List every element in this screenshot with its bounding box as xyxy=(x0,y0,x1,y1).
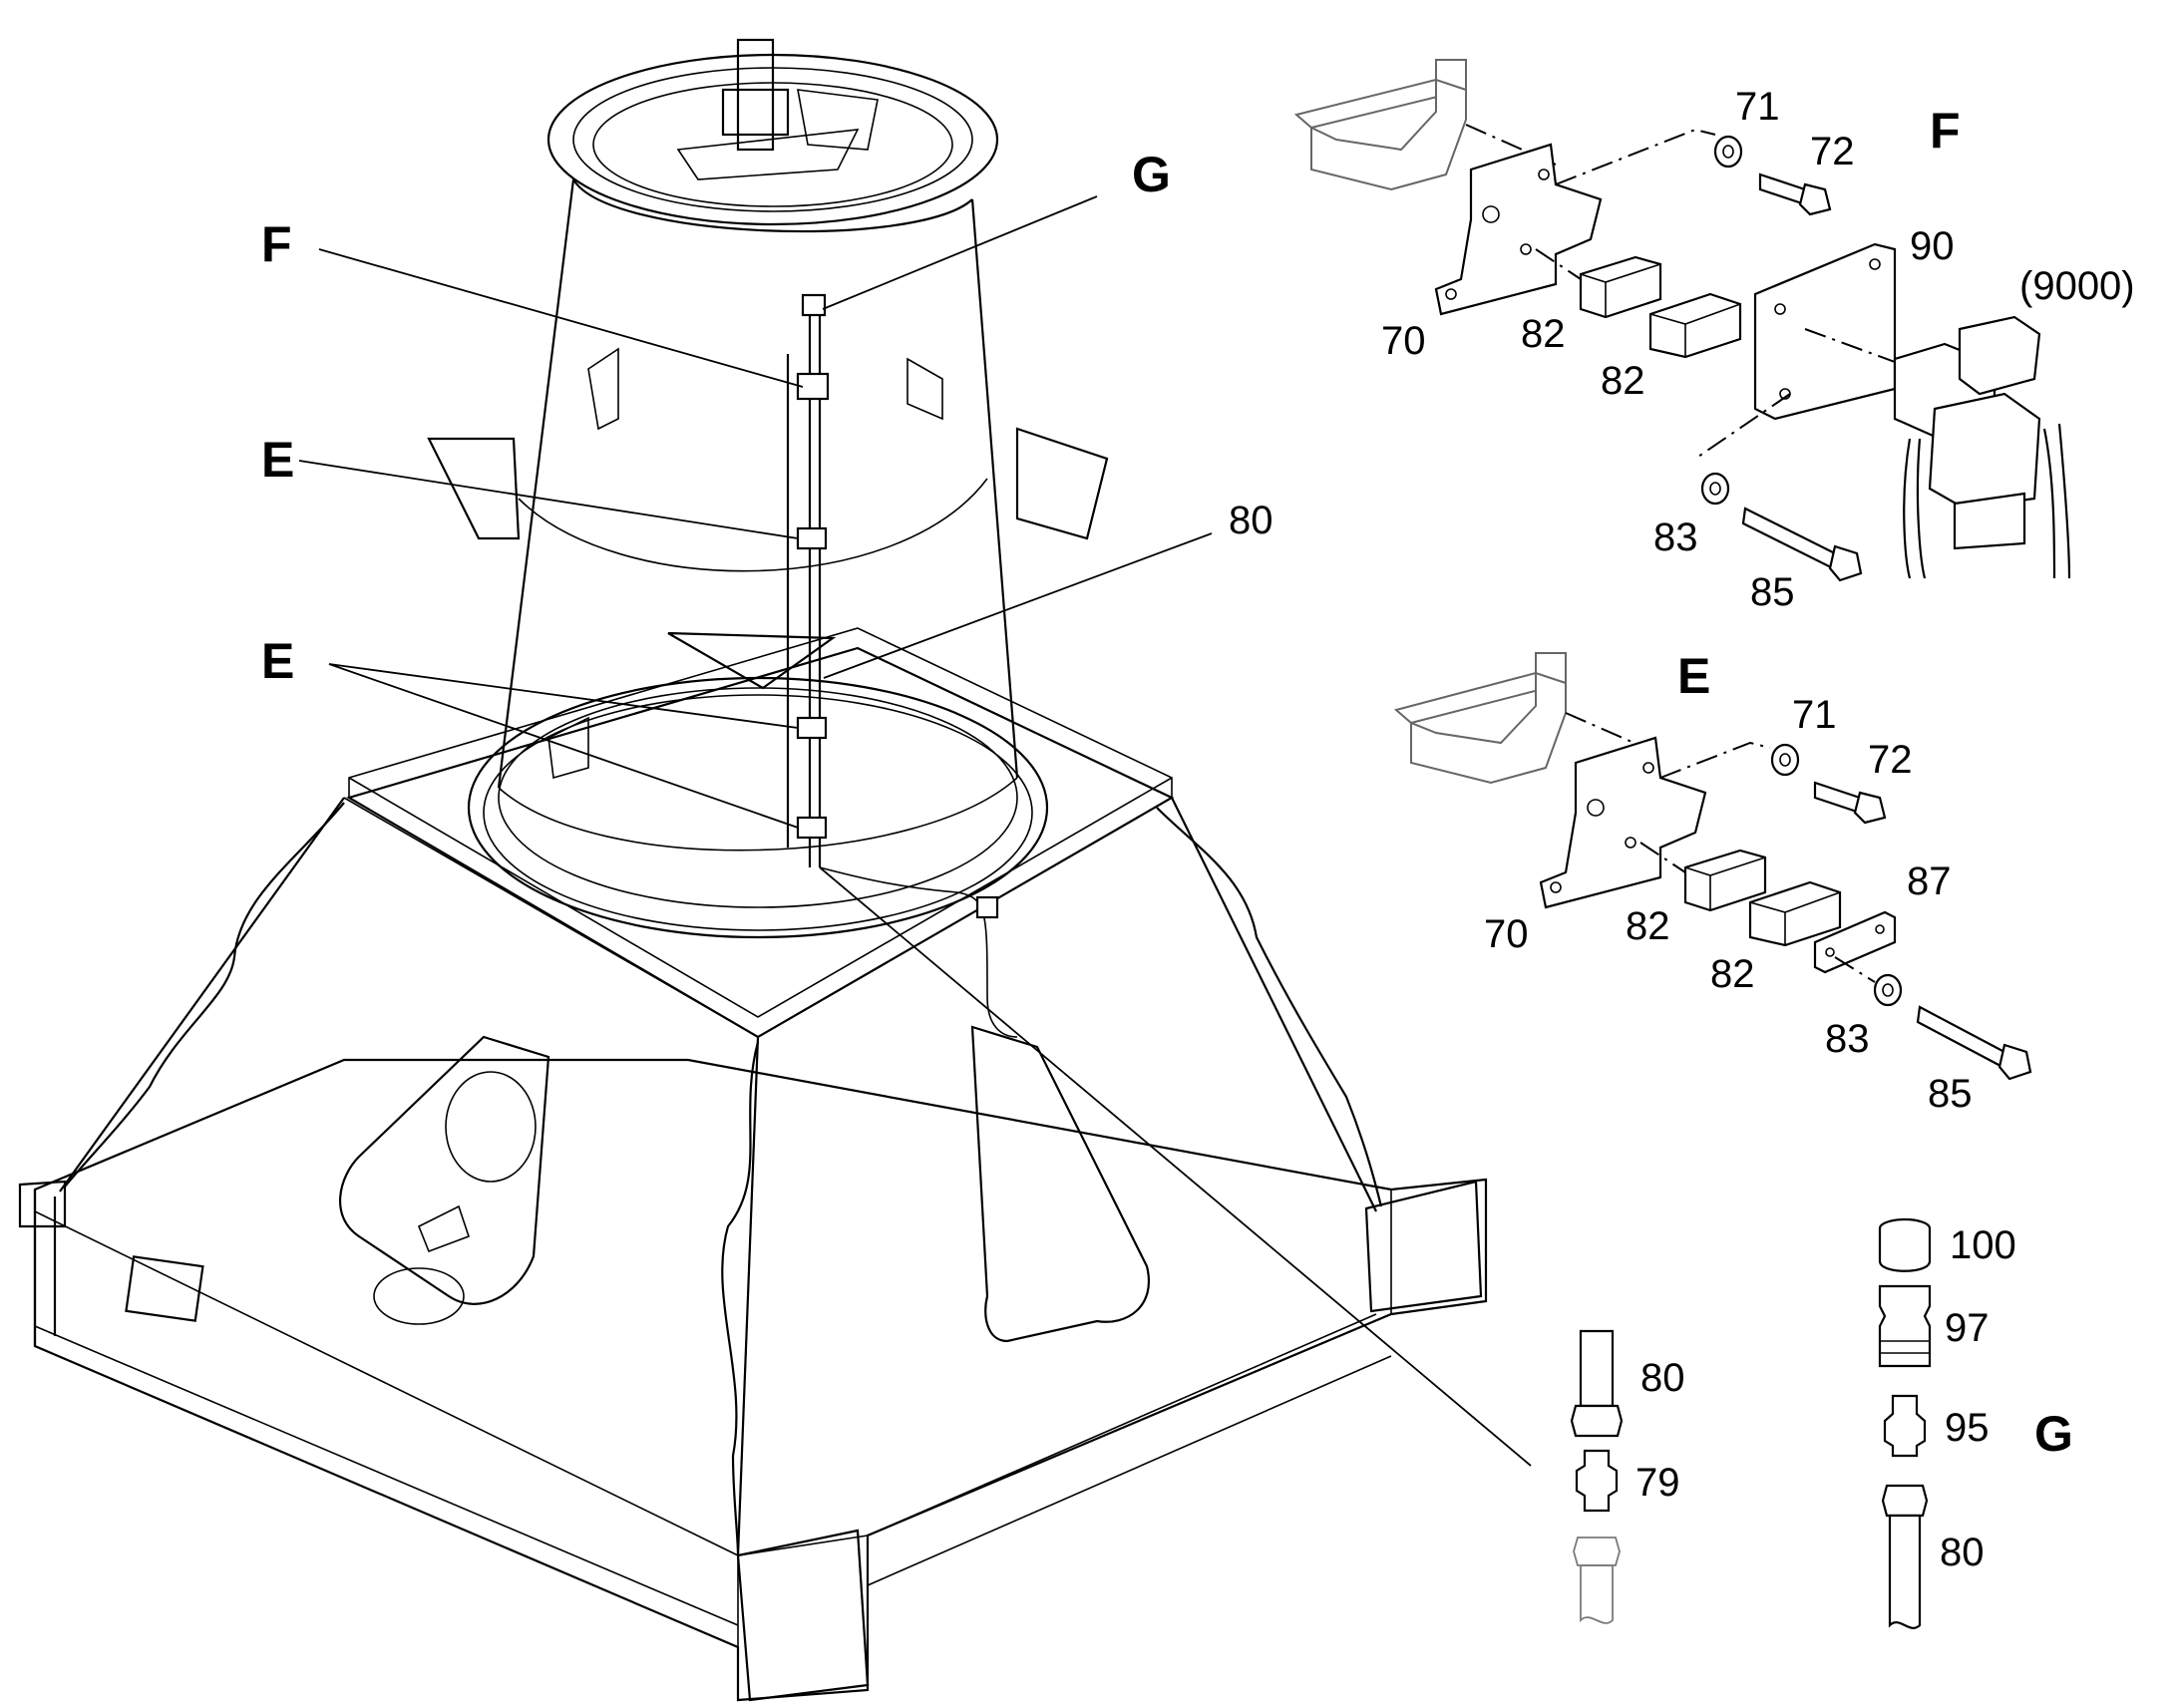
part-97-G: 97 xyxy=(1945,1306,1990,1350)
part-80-G: 80 xyxy=(1940,1531,1985,1574)
part-90-F: 90 xyxy=(1910,224,1955,268)
callout-E-upper: E xyxy=(261,432,294,488)
tower-assembly xyxy=(18,38,1488,1702)
part-72-F: 72 xyxy=(1810,130,1855,173)
part-70-F: 70 xyxy=(1381,319,1426,363)
callout-E-lower: E xyxy=(261,633,294,689)
callout-F: F xyxy=(261,216,292,272)
part-82b-F: 82 xyxy=(1601,359,1645,403)
part-9000-F: (9000) xyxy=(2019,264,2135,308)
part-72-E: 72 xyxy=(1868,738,1913,782)
part-70-E: 70 xyxy=(1484,912,1529,956)
detail-79 xyxy=(1570,1329,1624,1624)
part-82b-E: 82 xyxy=(1710,952,1755,996)
part-80-connection: 80 xyxy=(1640,1356,1685,1400)
part-71-E: 71 xyxy=(1792,693,1837,737)
part-83-E: 83 xyxy=(1825,1017,1870,1061)
part-71-F: 71 xyxy=(1735,85,1780,129)
callout-leaders xyxy=(298,195,1532,1467)
part-85-E: 85 xyxy=(1928,1072,1973,1116)
detail-E-title: E xyxy=(1677,648,1710,704)
part-95-G: 95 xyxy=(1945,1406,1990,1450)
detail-E xyxy=(1393,652,2032,1081)
part-83-F: 83 xyxy=(1653,515,1698,559)
part-82a-F: 82 xyxy=(1521,312,1566,356)
detail-F xyxy=(1293,59,2071,582)
detail-F-title: F xyxy=(1930,103,1961,159)
callout-80: 80 xyxy=(1229,499,1273,542)
detail-G xyxy=(1878,1217,1932,1629)
part-85-F: 85 xyxy=(1750,570,1795,614)
detail-G-title: G xyxy=(2034,1406,2073,1462)
part-87-E: 87 xyxy=(1907,859,1952,903)
callout-G: G xyxy=(1132,147,1171,202)
part-79-connection: 79 xyxy=(1635,1461,1680,1505)
part-100-G: 100 xyxy=(1950,1223,2016,1267)
part-82a-E: 82 xyxy=(1626,904,1670,948)
